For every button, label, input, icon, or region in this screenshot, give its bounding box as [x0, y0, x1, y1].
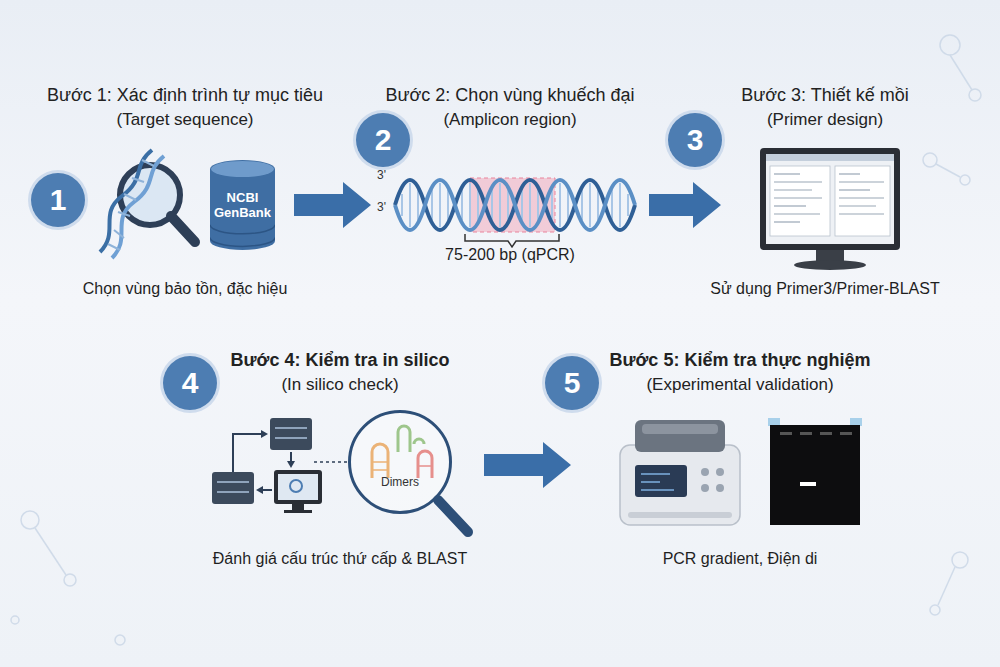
computer-monitor-icon — [760, 148, 900, 270]
step-group: Bước 3: Thiết kế mồi(Primer design)Sử dụ… — [725, 80, 925, 305]
step-number-circle: 5 — [545, 356, 599, 410]
step-subtitle: (In silico check) — [281, 375, 398, 395]
step-heading: Bước 4: Kiểm tra in silico — [231, 350, 450, 371]
step-caption: Sử dụng Primer3/Primer-BLAST — [710, 280, 939, 298]
amplicon-dna-helix — [395, 178, 635, 247]
flow-arrow — [484, 442, 571, 488]
gel-electrophoresis-icon — [768, 418, 862, 525]
callout-number: 4 — [163, 356, 217, 410]
step-caption: Chọn vùng bảo tồn, đặc hiệu — [83, 280, 288, 298]
step-heading: Bước 3: Thiết kế mồi — [741, 85, 909, 106]
step-number-circle: 1 — [31, 173, 85, 227]
step-group: Bước 4: Kiểm tra in silico (In silico che… — [200, 345, 480, 575]
server-network-icon — [212, 418, 350, 513]
step-caption: Đánh giá cấu trúc thứ cấp & BLAST — [213, 550, 467, 568]
database-label: NCBI GenBank — [210, 190, 275, 220]
step-heading: Bước 2: Chọn vùng khuếch đại — [385, 85, 634, 106]
dna-magnifier-icon — [100, 150, 195, 258]
callout-number: 3 — [668, 113, 722, 167]
step-number-circle: 4 — [163, 356, 217, 410]
database-cylinder: NCBI GenBank — [210, 160, 275, 250]
step-subtitle: (Primer design) — [767, 110, 883, 130]
step-subtitle: (Experimental validation) — [646, 375, 833, 395]
step-number-circle: 3 — [668, 113, 722, 167]
dimer-label: Dimers — [381, 475, 419, 489]
step-caption: PCR gradient, Điện di — [663, 550, 818, 568]
step-heading: Bước 1: Xác định trình tự mục tiêu — [47, 85, 323, 106]
step-group: Bước 5: Kiểm tra thực nghiệm (Experimenta… — [575, 345, 905, 575]
step-subtitle: (Target sequence) — [116, 110, 253, 130]
step-group: Bước 1: Xác định trình tự mục tiêu(Targe… — [80, 80, 290, 305]
strand-end-label: 3' — [377, 200, 386, 214]
flow-arrow — [294, 182, 371, 228]
step-group: Bước 2: Chọn vùng khuếch đại (Amplicon re… — [375, 80, 645, 280]
strand-end-label: 3' — [377, 168, 386, 182]
pcr-thermocycler-icon — [620, 420, 740, 525]
step-number-circle: 2 — [356, 113, 410, 167]
step-caption: 75-200 bp (qPCR) — [445, 246, 575, 264]
flow-arrow — [649, 182, 721, 228]
step-heading: Bước 5: Kiểm tra thực nghiệm — [610, 350, 871, 371]
callout-number: 2 — [356, 113, 410, 167]
step-subtitle: (Amplicon region) — [443, 110, 576, 130]
callout-number: 5 — [545, 356, 599, 410]
decor-molecules — [11, 35, 981, 645]
callout-number: 1 — [31, 173, 85, 227]
magnifier-circle: Dimers — [348, 410, 452, 514]
